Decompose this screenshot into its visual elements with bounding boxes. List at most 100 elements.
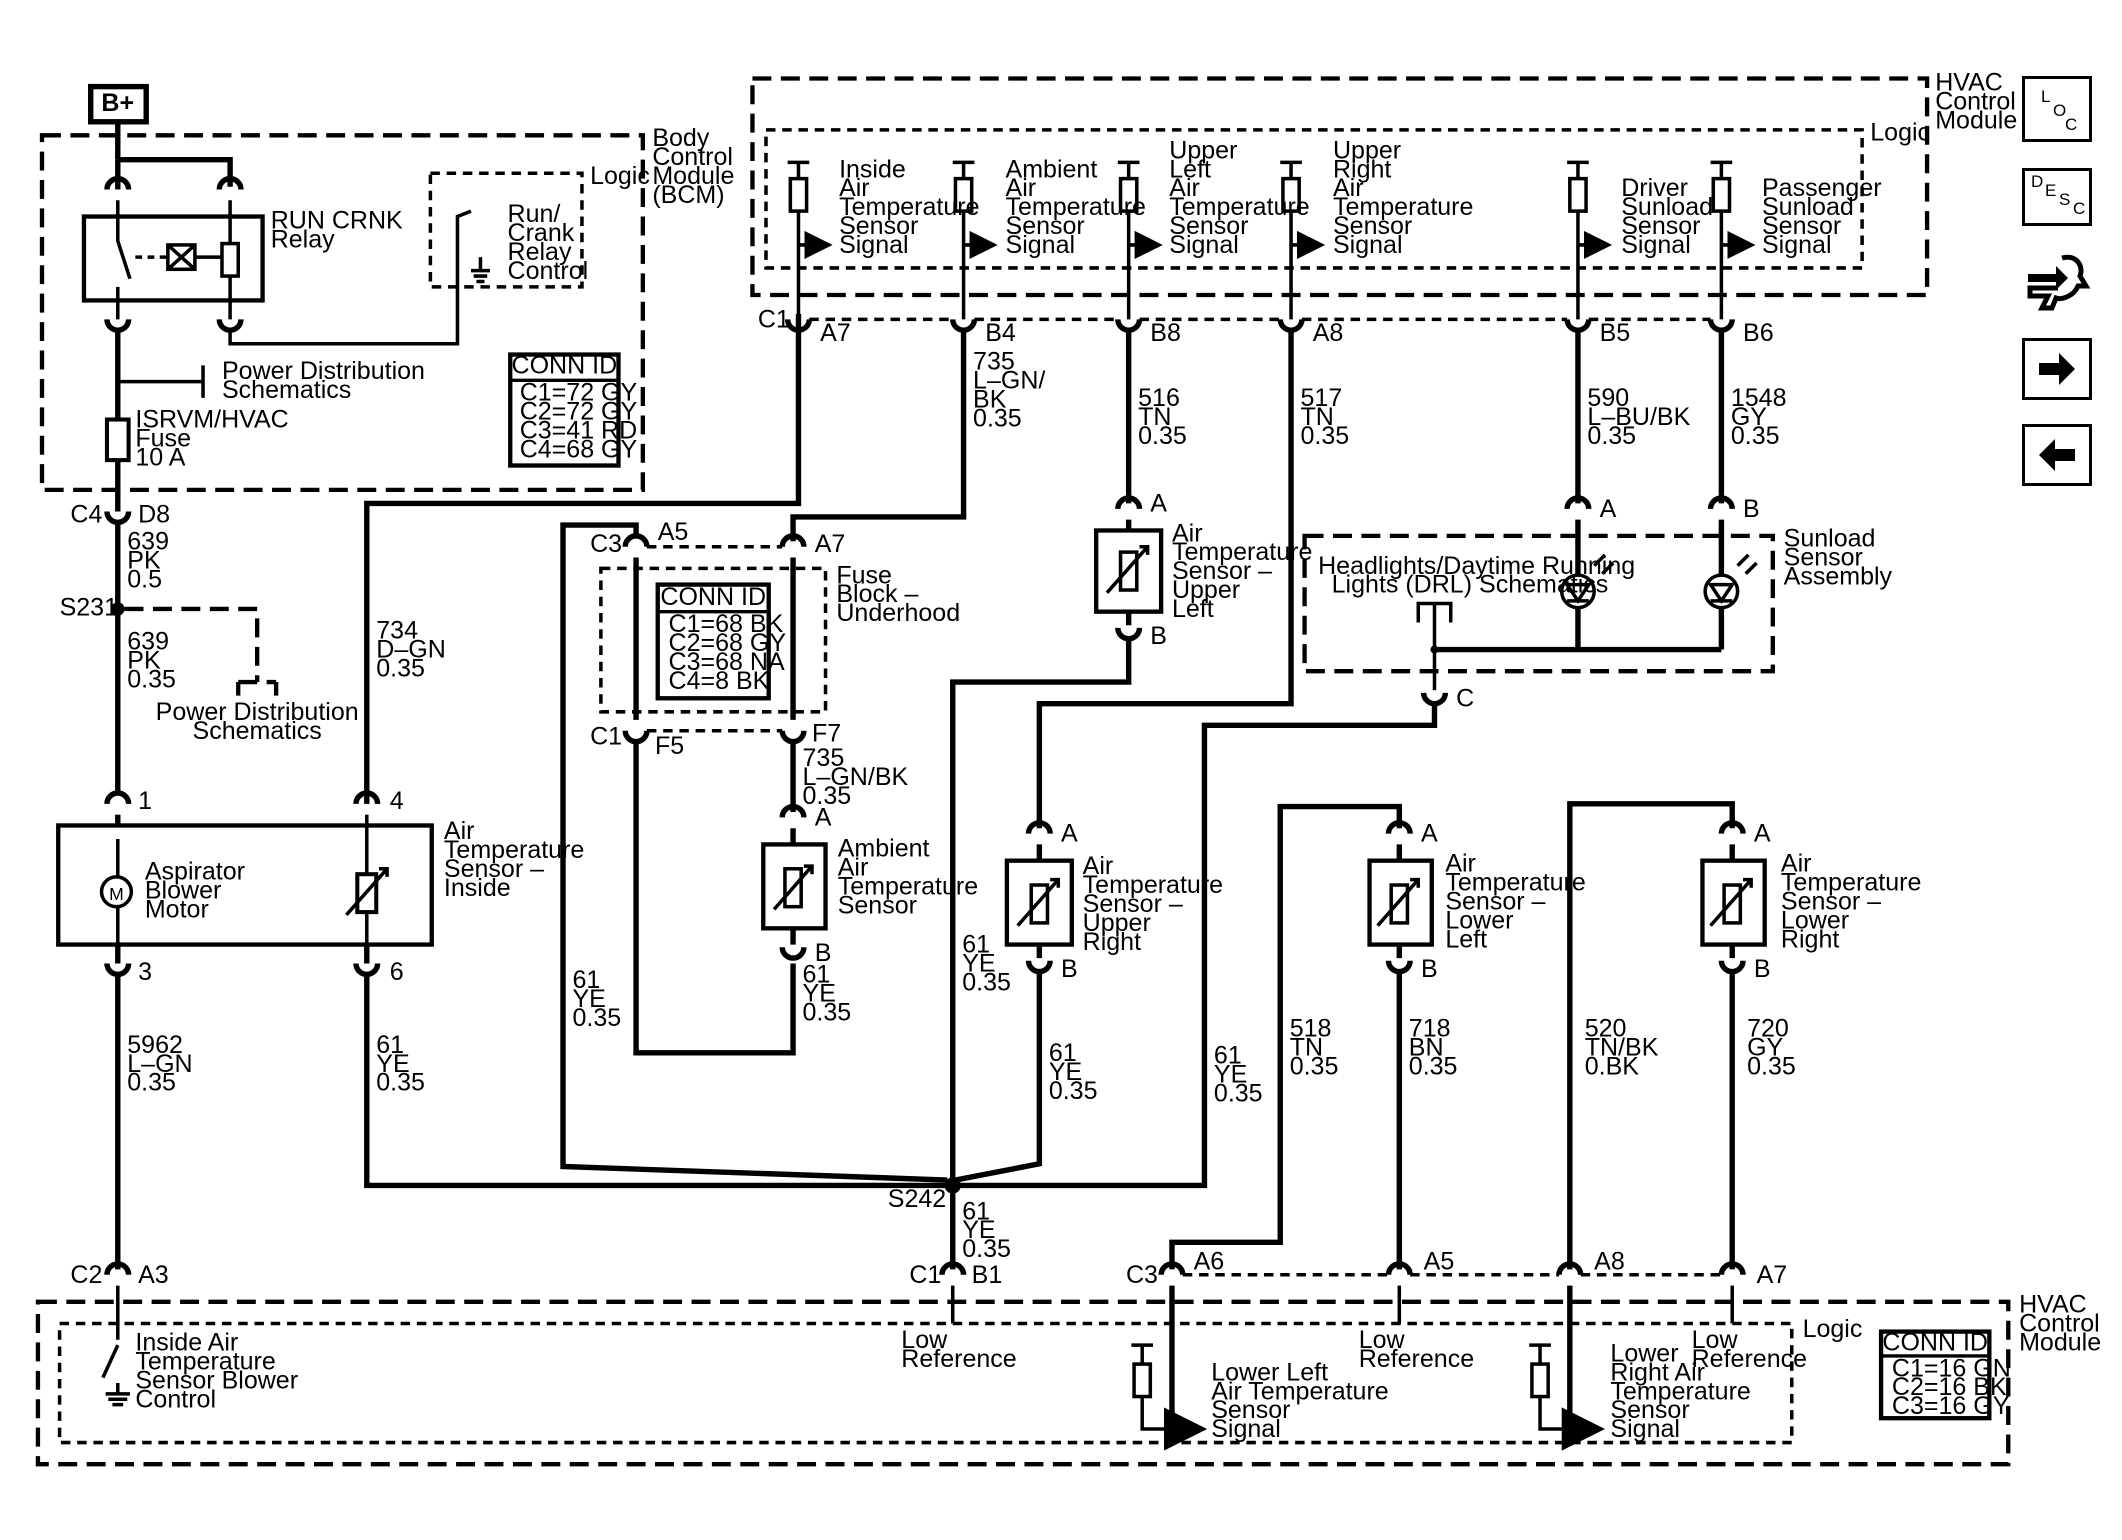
- svg-text:Crank: Crank: [508, 219, 575, 247]
- svg-text:Schematics: Schematics: [222, 376, 351, 404]
- svg-text:Control: Control: [652, 143, 733, 171]
- svg-text:Lower Left: Lower Left: [1211, 1358, 1328, 1386]
- fuse-block-box: [599, 566, 828, 714]
- wire-61-fuse-label: 61 YE 0.35: [572, 966, 621, 1032]
- svg-text:Air Temperature: Air Temperature: [1211, 1377, 1389, 1405]
- desc-button[interactable]: D E S C: [2022, 168, 2092, 226]
- desc-letter-s: S: [2059, 190, 2071, 209]
- svg-text:61: 61: [803, 960, 831, 988]
- arrow-left-icon: [2039, 439, 2075, 471]
- svg-text:0.35: 0.35: [1049, 1077, 1098, 1105]
- svg-text:YE: YE: [962, 950, 995, 978]
- svg-text:Sensor: Sensor: [1006, 212, 1085, 240]
- prev-arrow-button[interactable]: [2022, 424, 2092, 486]
- wire-517-label: 517 TN 0.35: [1301, 384, 1350, 450]
- desc-letter-d: D: [2031, 172, 2044, 191]
- hvac-conn-row: C2=16 BK: [1892, 1373, 2007, 1401]
- bcm-module-box: [39, 133, 646, 493]
- input-driver-sunload-signal: Driver Sunload Sensor Signal: [1567, 160, 1713, 320]
- svg-text:Passenger: Passenger: [1762, 174, 1882, 202]
- isrvm-fuse: [104, 417, 131, 463]
- svg-text:YE: YE: [803, 979, 836, 1007]
- low-reference-label-1: Low Reference: [901, 1326, 1016, 1373]
- svg-text:Air: Air: [1781, 849, 1812, 877]
- power-distribution-label-1: Power Distribution Schematics: [222, 357, 425, 404]
- svg-text:TN: TN: [1138, 403, 1171, 431]
- lower-right-sensor-label: Air Temperature Sensor – Lower Right: [1781, 849, 1921, 953]
- svg-text:Headlights/Daytime Running: Headlights/Daytime Running: [1318, 552, 1635, 580]
- svg-text:Inside Air: Inside Air: [135, 1329, 238, 1357]
- svg-text:Air: Air: [1083, 852, 1114, 880]
- svg-text:5962: 5962: [127, 1031, 183, 1059]
- svg-text:GY: GY: [1747, 1034, 1783, 1062]
- svg-text:0.35: 0.35: [803, 782, 852, 810]
- svg-text:Control: Control: [508, 257, 589, 285]
- svg-text:Signal: Signal: [1333, 231, 1403, 259]
- fuse-conn-row: C4=8 BK: [669, 667, 770, 695]
- svg-text:PK: PK: [127, 546, 161, 574]
- amb-pin-a: A: [815, 803, 832, 831]
- conn-c2-bottom: C2: [70, 1261, 102, 1289]
- hvac-conn-row: C1=16 GN: [1892, 1354, 2011, 1382]
- connector-tool-icon[interactable]: [2022, 248, 2092, 318]
- wire-520-label: 520 TN/BK 0.BK: [1585, 1015, 1659, 1081]
- pin-a5-fuse: A5: [658, 518, 689, 546]
- fuse-conn-id-title: CONN ID: [660, 583, 766, 611]
- svg-text:639: 639: [127, 527, 169, 555]
- sunload-assembly-box: [1302, 533, 1775, 674]
- svg-text:Control: Control: [2019, 1310, 2100, 1338]
- low-reference-label-2: Low Reference: [1359, 1326, 1474, 1373]
- low-reference-label-3: Low Reference: [1692, 1326, 1807, 1373]
- svg-text:Temperature: Temperature: [135, 1347, 275, 1375]
- svg-text:Air: Air: [1333, 174, 1364, 202]
- svg-text:0.35: 0.35: [1409, 1052, 1458, 1080]
- svg-text:Underhood: Underhood: [836, 599, 960, 627]
- svg-text:Sensor –: Sensor –: [444, 855, 544, 883]
- svg-text:1548: 1548: [1731, 384, 1787, 412]
- svg-text:516: 516: [1138, 384, 1180, 412]
- ll-pin-a: A: [1421, 820, 1438, 848]
- svg-text:YE: YE: [962, 1216, 995, 1244]
- sun-pin-a: A: [1600, 495, 1617, 523]
- bcm-conn-row: C2=72 GY: [520, 398, 638, 426]
- pin-4: 4: [390, 787, 404, 815]
- svg-text:Low: Low: [1359, 1326, 1406, 1354]
- svg-text:Lower: Lower: [1781, 906, 1849, 934]
- desc-letter-e: E: [2045, 181, 2057, 200]
- next-arrow-button[interactable]: [2022, 338, 2092, 400]
- ur-pin-b: B: [1061, 955, 1078, 983]
- svg-text:Sensor: Sensor: [1610, 1396, 1689, 1424]
- power-distribution-label-2: Power Distribution Schematics: [156, 698, 359, 745]
- wire-61-amb-label: 61 YE 0.35: [803, 960, 852, 1026]
- wire-1548-label: 1548 GY 0.35: [1731, 384, 1787, 450]
- lower-right-signal-label: Lower Right Air Temperature Sensor Signa…: [1610, 1339, 1750, 1443]
- svg-text:0.35: 0.35: [376, 1069, 425, 1097]
- svg-text:HVAC: HVAC: [1935, 69, 2003, 97]
- ul-pin-b: B: [1150, 622, 1167, 650]
- loc-button[interactable]: L O C: [2022, 76, 2092, 142]
- fuse-conn-row: C2=68 GY: [669, 629, 787, 657]
- svg-text:61: 61: [1049, 1039, 1077, 1067]
- svg-text:BK: BK: [973, 385, 1007, 413]
- wire-639a-label: 639 PK 0.5: [127, 527, 169, 593]
- wire-61-center-label: 61 YE 0.35: [962, 931, 1011, 997]
- wire-61-bottom-label: 61 YE 0.35: [962, 1197, 1011, 1263]
- svg-text:Ambient: Ambient: [838, 835, 930, 863]
- svg-text:Module: Module: [1935, 107, 2017, 135]
- hvac-bottom-module-box: [35, 1299, 2011, 1467]
- svg-text:L–BU/BK: L–BU/BK: [1587, 403, 1690, 431]
- svg-text:TN/BK: TN/BK: [1585, 1034, 1659, 1062]
- svg-text:0.35: 0.35: [1731, 422, 1780, 450]
- svg-text:Block –: Block –: [836, 580, 918, 608]
- svg-text:Lower: Lower: [1610, 1339, 1678, 1367]
- svg-text:Air: Air: [838, 854, 869, 882]
- svg-text:Temperature: Temperature: [1781, 868, 1921, 896]
- svg-text:Fuse: Fuse: [135, 425, 191, 453]
- svg-text:Sensor: Sensor: [838, 891, 917, 919]
- svg-text:Signal: Signal: [1211, 1415, 1281, 1443]
- svg-text:0.35: 0.35: [127, 1069, 176, 1097]
- svg-text:Right: Right: [1083, 928, 1141, 956]
- svg-text:Signal: Signal: [1621, 231, 1691, 259]
- upper-right-sensor-label: Air Temperature Sensor – Upper Right: [1083, 852, 1223, 956]
- svg-text:Air: Air: [1172, 519, 1203, 547]
